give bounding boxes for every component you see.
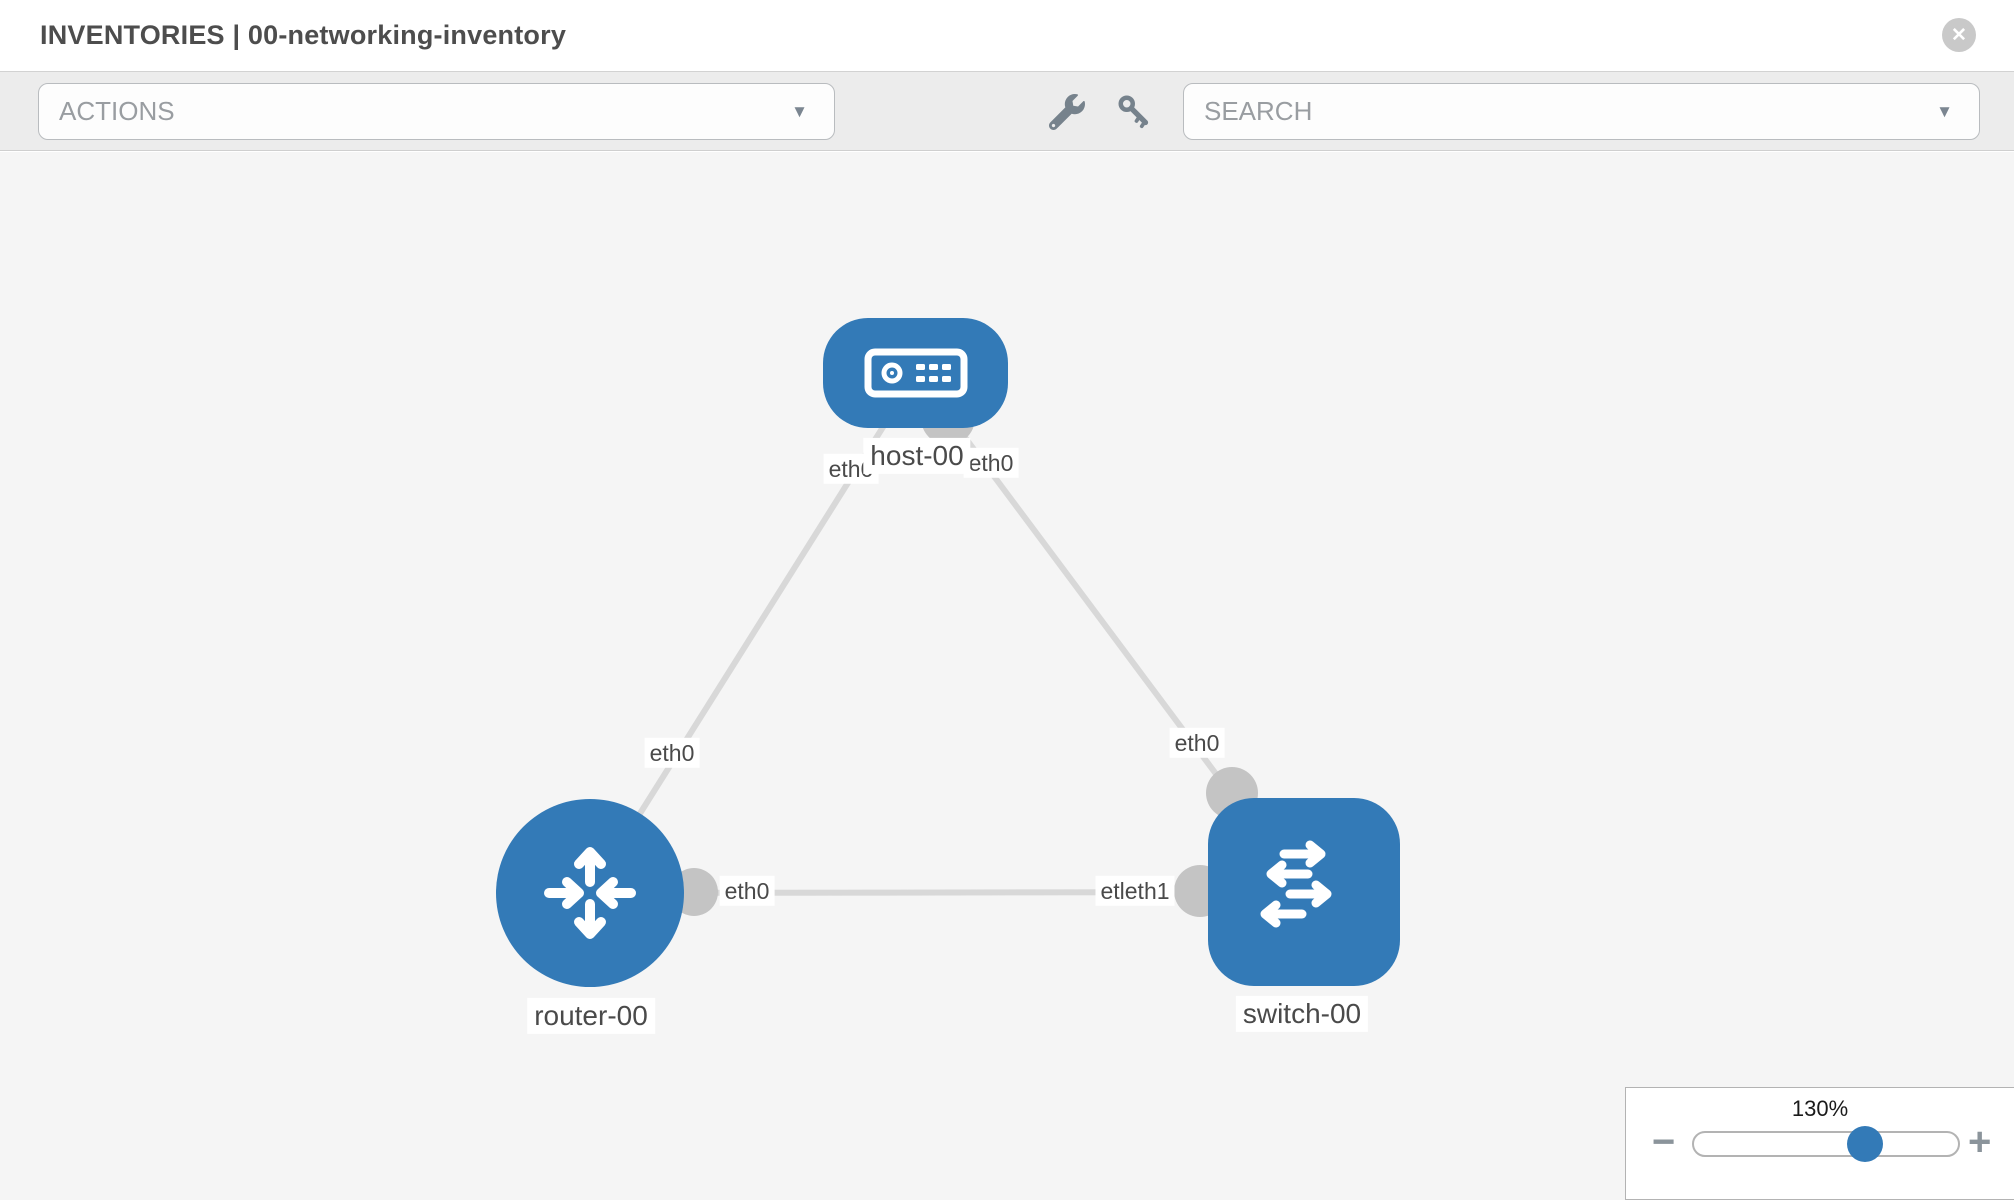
zoom-slider-track[interactable] bbox=[1692, 1126, 1960, 1162]
page-title: INVENTORIES | 00-networking-inventory bbox=[40, 20, 567, 50]
interface-label: eth0 bbox=[1169, 727, 1225, 759]
interface-label: etleth1 bbox=[1095, 875, 1175, 907]
close-icon: ✕ bbox=[1951, 24, 1967, 46]
configure-tools-button[interactable] bbox=[1043, 88, 1091, 136]
close-button[interactable]: ✕ bbox=[1942, 18, 1976, 52]
interface-label: eth0 bbox=[644, 737, 700, 769]
chevron-down-icon: ▼ bbox=[791, 102, 808, 121]
topology-svg bbox=[496, 318, 1400, 987]
zoom-level: 130% bbox=[1791, 1096, 1849, 1121]
host-icon bbox=[864, 348, 968, 398]
switch-icon bbox=[1260, 840, 1332, 928]
search-dropdown-label: SEARCH bbox=[1204, 96, 1313, 126]
key-icon bbox=[1118, 95, 1149, 129]
zoom-slider-thumb[interactable] bbox=[1847, 1126, 1883, 1162]
search-dropdown[interactable]: SEARCH ▼ bbox=[1183, 83, 1980, 140]
node-label-host-00: host-00 bbox=[863, 437, 971, 475]
node-host-00[interactable] bbox=[823, 318, 1008, 428]
actions-dropdown-label: ACTIONS bbox=[59, 96, 175, 126]
actions-dropdown[interactable]: ACTIONS ▼ bbox=[38, 83, 835, 140]
chevron-down-icon: ▼ bbox=[1936, 102, 1953, 121]
node-label-router-00: router-00 bbox=[527, 997, 655, 1035]
node-switch-00[interactable] bbox=[1208, 798, 1400, 986]
wrench-icon bbox=[1049, 94, 1085, 130]
topology-canvas[interactable]: eth0 eth0 eth0 eth0 eth0 etleth1 host-00… bbox=[0, 152, 2014, 1200]
interface-label: eth0 bbox=[719, 875, 775, 907]
interface-label: eth0 bbox=[963, 447, 1019, 479]
node-router-00[interactable] bbox=[496, 799, 684, 987]
node-label-switch-00: switch-00 bbox=[1235, 995, 1369, 1033]
toolbar: ACTIONS ▼ SEARCH ▼ bbox=[0, 71, 2014, 151]
credentials-button[interactable] bbox=[1111, 88, 1159, 136]
router-icon bbox=[544, 847, 636, 939]
zoom-panel: 130% − + bbox=[1625, 1087, 2014, 1200]
zoom-out-button[interactable]: − bbox=[1652, 1120, 1676, 1164]
zoom-in-button[interactable]: + bbox=[1968, 1120, 1992, 1164]
header: INVENTORIES | 00-networking-inventory ✕ bbox=[0, 0, 2014, 71]
